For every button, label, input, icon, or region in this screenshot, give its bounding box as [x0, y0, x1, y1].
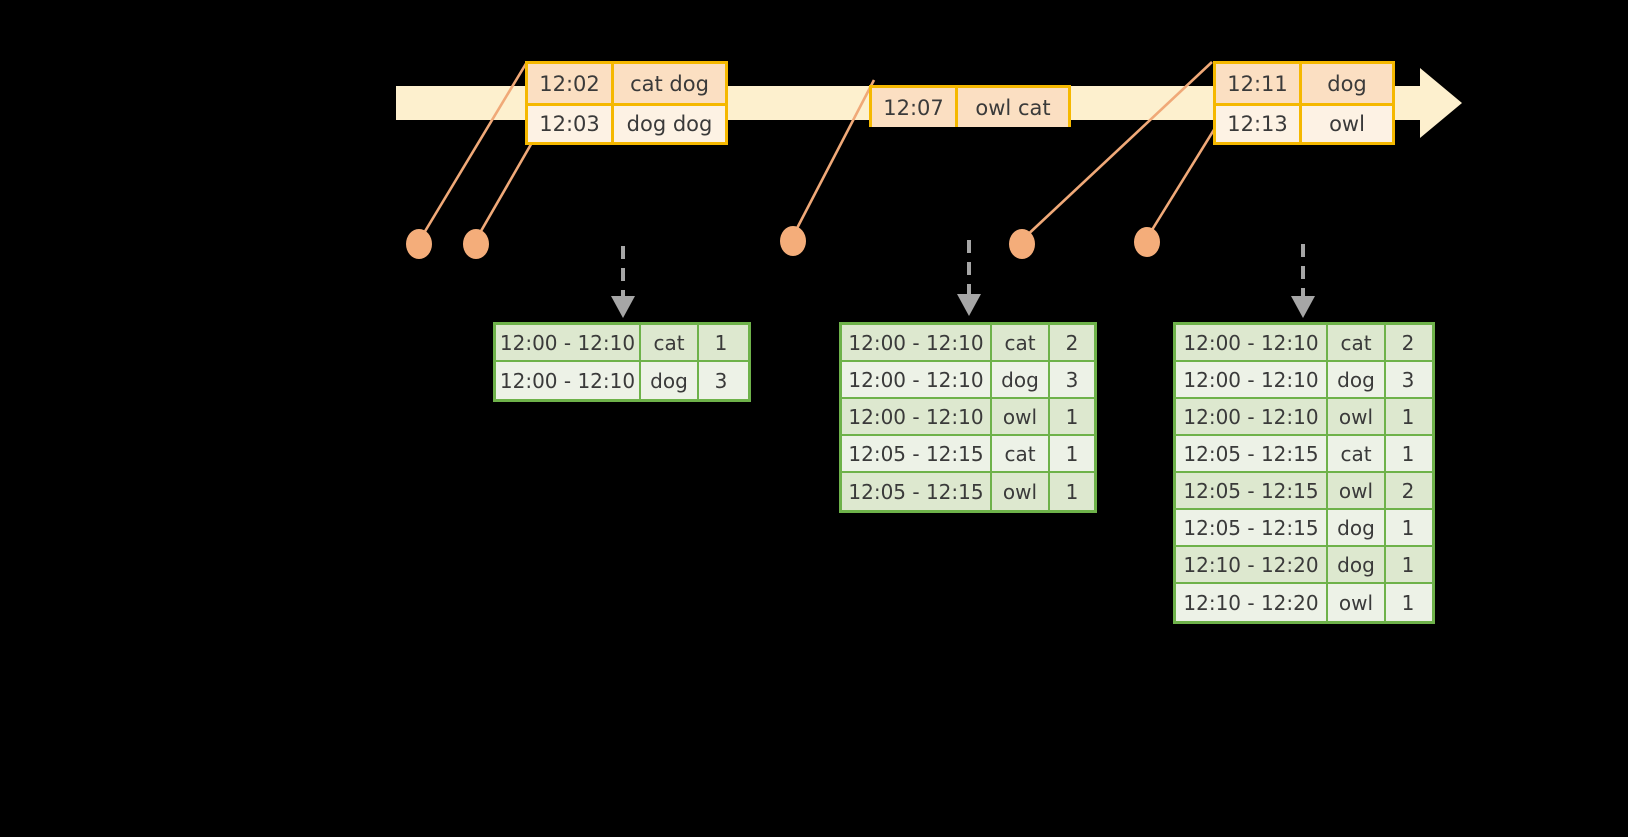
cell-word: dog — [992, 362, 1050, 397]
table-row[interactable]: 12:10 - 12:20 owl 1 — [1176, 584, 1432, 621]
event-box-3[interactable]: 12:11 dog 12:13 owl — [1213, 61, 1395, 145]
event-dot — [406, 229, 432, 259]
cell-count: 1 — [1401, 441, 1415, 466]
event-row[interactable]: 12:02 cat dog — [528, 64, 725, 103]
table-row[interactable]: 12:05 - 12:15 owl 2 — [1176, 473, 1432, 510]
table-row[interactable]: 12:05 - 12:15 owl 1 — [842, 473, 1094, 510]
cell-word: owl — [992, 399, 1050, 434]
cell-count: 3 — [1401, 367, 1415, 392]
cell-window: 12:05 - 12:15 — [842, 473, 992, 510]
event-payload: owl cat — [975, 95, 1051, 120]
cell-word: cat — [1328, 325, 1386, 360]
event-row[interactable]: 12:11 dog — [1216, 64, 1392, 103]
cell-window: 12:00 - 12:10 — [842, 399, 992, 434]
event-dot — [463, 229, 489, 259]
event-dot — [1009, 229, 1035, 259]
cell-word: cat — [641, 325, 699, 360]
cell-word: cat — [992, 436, 1050, 471]
cell-count: 2 — [1401, 330, 1415, 355]
cell-count: 1 — [1065, 404, 1079, 429]
cell-word: dog — [641, 362, 699, 399]
table-row[interactable]: 12:00 - 12:10 cat 2 — [1176, 325, 1432, 362]
event-payload: owl — [1329, 112, 1365, 136]
cell-window: 12:00 - 12:10 — [1176, 399, 1328, 434]
event-time: 12:13 — [1216, 106, 1302, 142]
event-payload: dog dog — [626, 112, 713, 136]
table-row[interactable]: 12:00 - 12:10 dog 3 — [496, 362, 748, 399]
event-box-2[interactable]: 12:07 owl cat — [869, 85, 1071, 127]
event-box-1[interactable]: 12:02 cat dog 12:03 dog dog — [525, 61, 728, 145]
cell-window: 12:00 - 12:10 — [496, 325, 641, 360]
result-table-1[interactable]: 12:00 - 12:10 cat 1 12:00 - 12:10 dog 3 — [493, 322, 751, 402]
emit-arrow-heads — [611, 294, 1315, 318]
cell-window: 12:10 - 12:20 — [1176, 584, 1328, 621]
result-table-2[interactable]: 12:00 - 12:10 cat 2 12:00 - 12:10 dog 3 … — [839, 322, 1097, 513]
cell-word: cat — [1328, 436, 1386, 471]
cell-word: owl — [1328, 399, 1386, 434]
table-row[interactable]: 12:00 - 12:10 dog 3 — [1176, 362, 1432, 399]
cell-count: 2 — [1065, 330, 1079, 355]
cell-window: 12:05 - 12:15 — [1176, 473, 1328, 508]
event-row[interactable]: 12:03 dog dog — [528, 103, 725, 142]
result-table-3[interactable]: 12:00 - 12:10 cat 2 12:00 - 12:10 dog 3 … — [1173, 322, 1435, 624]
table-row[interactable]: 12:00 - 12:10 dog 3 — [842, 362, 1094, 399]
table-row[interactable]: 12:00 - 12:10 cat 2 — [842, 325, 1094, 362]
cell-word: dog — [1328, 547, 1386, 582]
cell-count: 3 — [1065, 367, 1079, 392]
event-dot — [1134, 227, 1160, 257]
cell-count: 1 — [714, 330, 728, 355]
emit-arrows — [621, 240, 1305, 300]
cell-word: cat — [992, 325, 1050, 360]
cell-word: owl — [1328, 473, 1386, 508]
table-row[interactable]: 12:05 - 12:15 cat 1 — [842, 436, 1094, 473]
event-dot — [780, 226, 806, 256]
cell-count: 3 — [714, 368, 728, 393]
event-time: 12:07 — [872, 88, 958, 127]
cell-word: owl — [992, 473, 1050, 510]
table-row[interactable]: 12:05 - 12:15 dog 1 — [1176, 510, 1432, 547]
cell-window: 12:05 - 12:15 — [1176, 436, 1328, 471]
cell-window: 12:00 - 12:10 — [842, 362, 992, 397]
table-row[interactable]: 12:00 - 12:10 cat 1 — [496, 325, 748, 362]
cell-count: 1 — [1065, 441, 1079, 466]
cell-word: dog — [1328, 362, 1386, 397]
cell-word: dog — [1328, 510, 1386, 545]
table-row[interactable]: 12:00 - 12:10 owl 1 — [842, 399, 1094, 436]
cell-window: 12:10 - 12:20 — [1176, 547, 1328, 582]
event-row[interactable]: 12:07 owl cat — [872, 88, 1068, 127]
table-row[interactable]: 12:10 - 12:20 dog 1 — [1176, 547, 1432, 584]
table-row[interactable]: 12:00 - 12:10 owl 1 — [1176, 399, 1432, 436]
cell-window: 12:00 - 12:10 — [1176, 325, 1328, 360]
cell-count: 1 — [1401, 590, 1415, 615]
cell-window: 12:00 - 12:10 — [1176, 362, 1328, 397]
event-payload: cat dog — [630, 71, 709, 96]
event-time: 12:03 — [528, 106, 614, 142]
cell-window: 12:00 - 12:10 — [496, 362, 641, 399]
cell-window: 12:05 - 12:15 — [1176, 510, 1328, 545]
event-time: 12:02 — [528, 64, 614, 103]
cell-word: owl — [1328, 584, 1386, 621]
event-row[interactable]: 12:13 owl — [1216, 103, 1392, 142]
cell-window: 12:00 - 12:10 — [842, 325, 992, 360]
cell-count: 1 — [1401, 552, 1415, 577]
cell-window: 12:05 - 12:15 — [842, 436, 992, 471]
table-row[interactable]: 12:05 - 12:15 cat 1 — [1176, 436, 1432, 473]
event-dots — [406, 226, 1160, 259]
cell-count: 1 — [1401, 404, 1415, 429]
cell-count: 1 — [1401, 515, 1415, 540]
event-time: 12:11 — [1216, 64, 1302, 103]
cell-count: 2 — [1401, 478, 1415, 503]
cell-count: 1 — [1065, 479, 1079, 504]
event-payload: dog — [1327, 71, 1367, 96]
